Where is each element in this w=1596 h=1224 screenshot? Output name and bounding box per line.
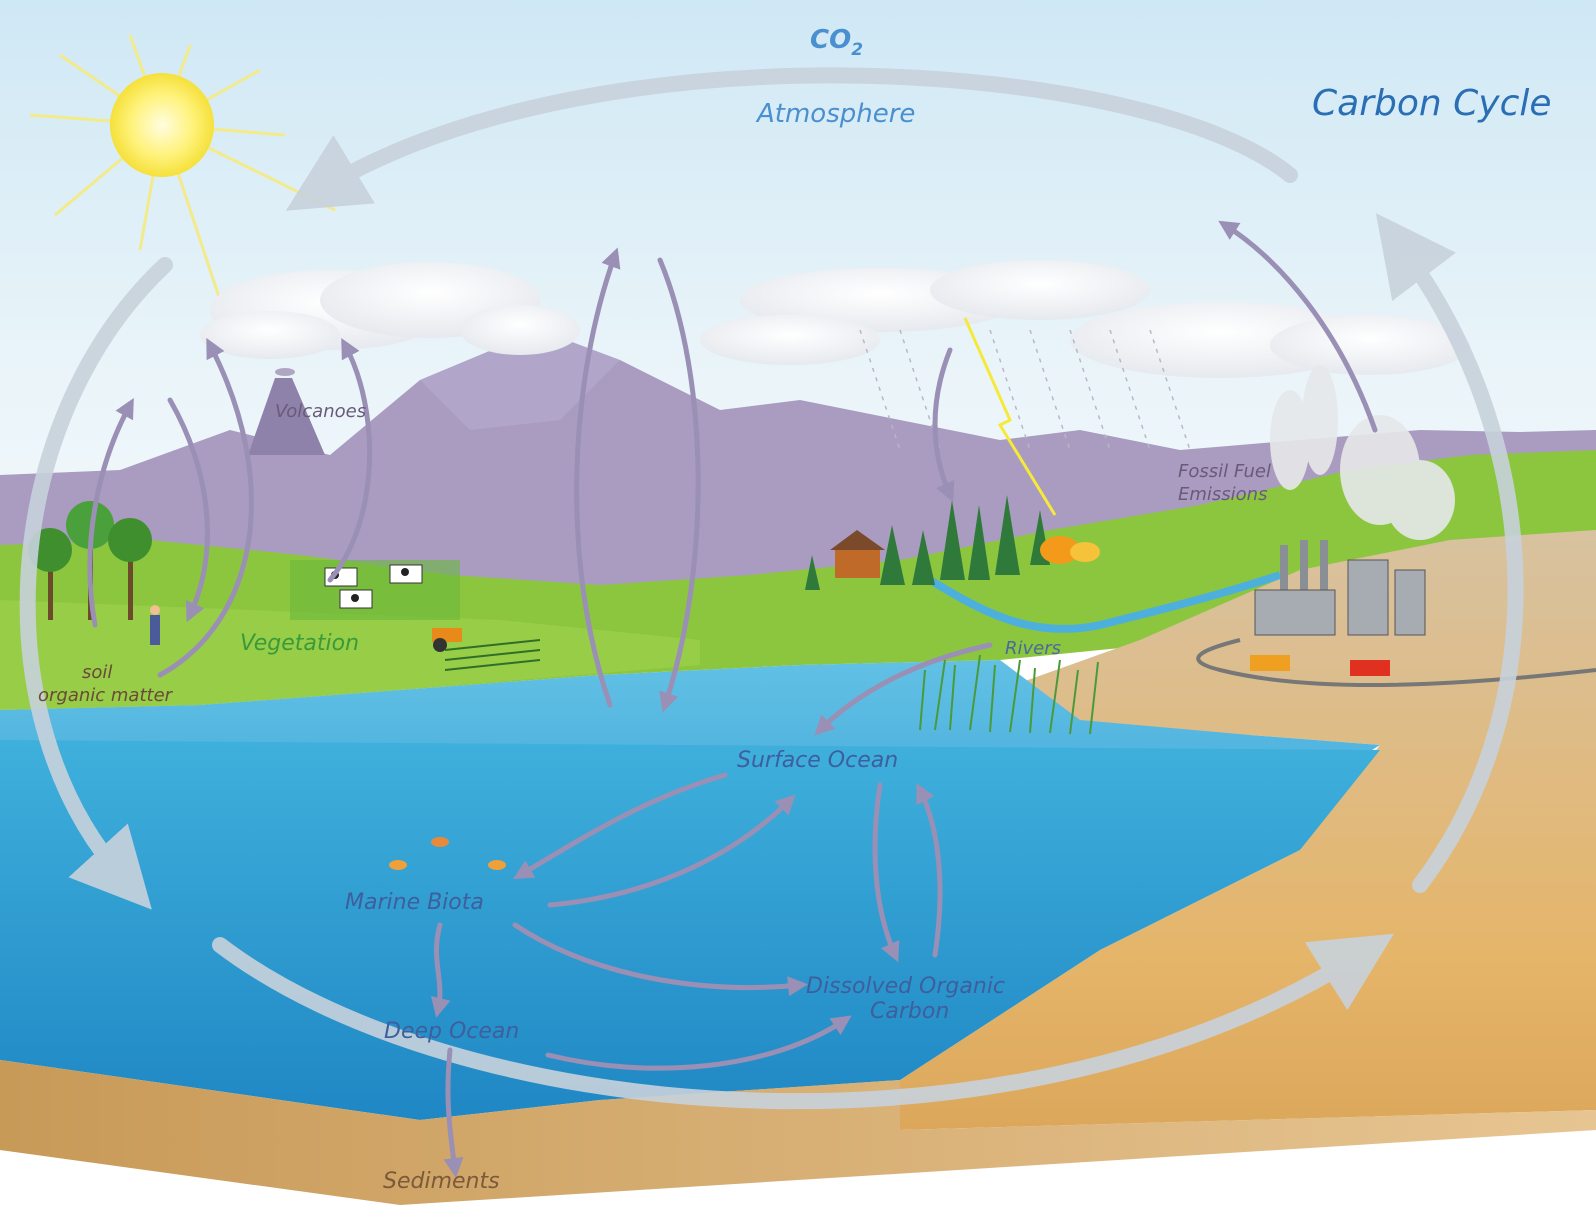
tractor-icon [432,628,462,652]
marine-biota-label: Marine Biota [345,890,484,915]
volcanoes-label: Volcanoes [275,401,366,422]
farmer-icon [150,605,160,645]
surface-ocean-label: Surface Ocean [737,748,898,773]
vegetation-label: Vegetation [240,631,359,656]
cows-icon [290,560,460,620]
soil-label-line2: organic matter [38,685,174,706]
lightning-icon [963,317,1057,516]
doc-label-line2: Carbon [870,999,949,1024]
river [927,571,1282,633]
flux-arrows [87,220,1378,1178]
co2-label: CO2 [810,25,863,60]
ocean-body [0,740,1380,1120]
deep-ocean-label: Deep Ocean [384,1019,519,1044]
house-icon [830,530,885,578]
rivers-label: Rivers [1005,638,1061,659]
sun-icon [29,34,336,316]
forest-fire-icon [1040,536,1100,564]
co2-subscript: 2 [851,40,863,60]
doc-label-line1: Dissolved Organic [806,974,1005,999]
forest-right [805,495,1050,590]
trucks-icon [1196,638,1596,687]
crop-field [444,639,541,671]
fish-icon [389,837,506,870]
atmosphere-label: Atmosphere [755,99,915,129]
soil-label-line1: soil [82,662,112,683]
rain-icon [859,329,1191,451]
seafloor-base [0,1060,1596,1205]
global-cycle-arrows [19,67,1524,1110]
co2-main: CO [810,25,851,55]
wetland-grass [919,654,1099,735]
sediments-label: Sediments [383,1169,500,1194]
factory-icon [1254,365,1455,636]
diagram-title: Carbon Cycle [1312,83,1552,124]
cloud-icon [200,260,1470,378]
fossil-fuel-label-line1: Fossil Fuel [1178,461,1271,482]
fossil-fuel-label-line2: Emissions [1178,484,1267,505]
